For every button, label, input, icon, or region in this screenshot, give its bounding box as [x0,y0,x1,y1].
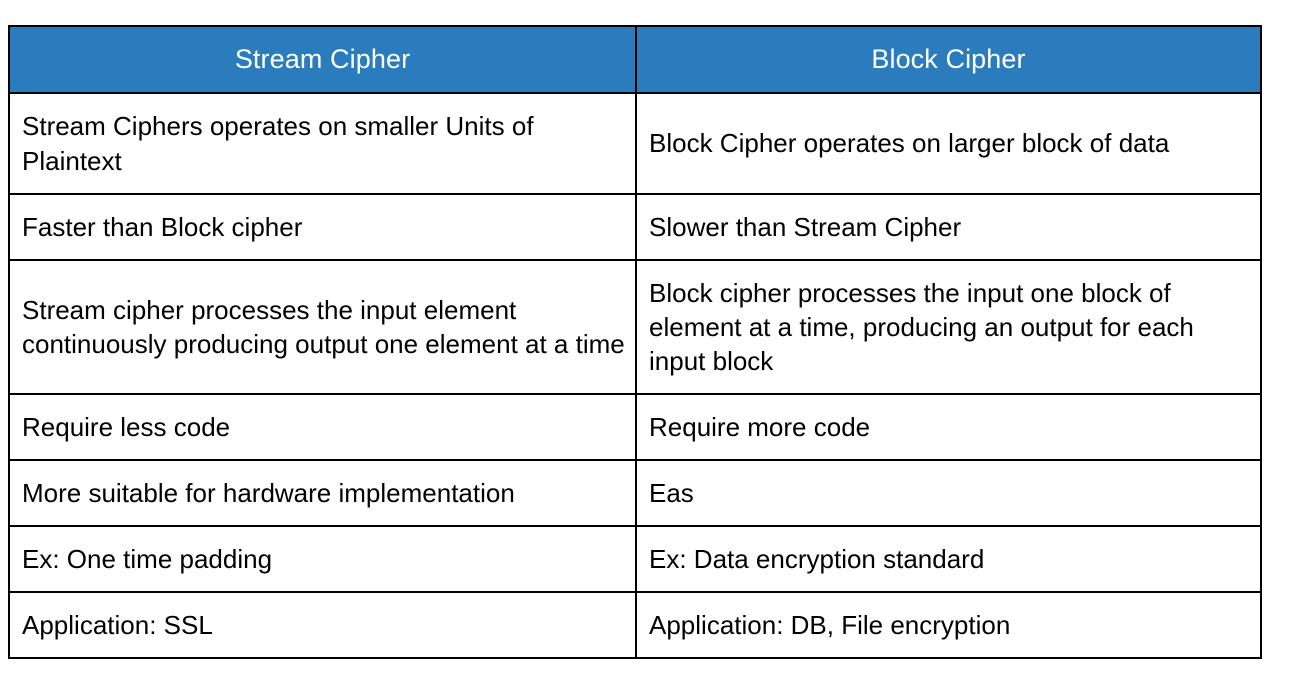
cell-stream-row-4: Require less code [8,393,637,461]
cell-block-row-5: Eas [635,459,1262,527]
cell-block-row-1: Block Cipher operates on larger block of… [635,92,1262,195]
cell-text: Require more code [649,411,871,442]
cell-text: Block Cipher operates on larger block of… [649,128,1170,159]
comparison-table: Stream Cipher Block Cipher Stream Cipher… [8,25,1262,659]
header-row: Stream Cipher Block Cipher [8,25,1262,94]
cell-block-row-2: Slower than Stream Cipher [635,193,1262,261]
cell-block-row-6: Ex: Data encryption standard [635,525,1262,593]
table-row: Require less code Require more code [8,393,1262,461]
table-row: Stream cipher processes the input elemen… [8,259,1262,395]
cell-stream-row-6: Ex: One time padding [8,525,637,593]
cell-text: Slower than Stream Cipher [649,211,962,242]
table-body: Stream Ciphers operates on smaller Units… [8,92,1262,659]
cell-stream-row-7: Application: SSL [8,591,637,659]
column-header-stream-cipher: Stream Cipher [8,25,637,94]
table-row: Stream Ciphers operates on smaller Units… [8,92,1262,195]
cell-text: Stream Ciphers operates on smaller Units… [22,111,534,176]
cell-text: Ex: One time padding [22,543,273,574]
cell-block-row-7: Application: DB, File encryption [635,591,1262,659]
cell-block-row-3: Block cipher processes the input one blo… [635,259,1262,395]
table-header: Stream Cipher Block Cipher [8,25,1262,94]
cell-text: Stream cipher processes the input elemen… [22,294,625,359]
cell-text: Application: SSL [22,609,213,640]
column-header-block-cipher: Block Cipher [635,25,1262,94]
table-row: Ex: One time padding Ex: Data encryption… [8,525,1262,593]
cell-text: Application: DB, File encryption [649,609,1011,640]
cell-stream-row-3: Stream cipher processes the input elemen… [8,259,637,395]
cell-text: More suitable for hardware implementatio… [22,477,515,508]
cell-stream-row-1: Stream Ciphers operates on smaller Units… [8,92,637,195]
cell-stream-row-2: Faster than Block cipher [8,193,637,261]
table-row: Application: SSL Application: DB, File e… [8,591,1262,659]
cell-text: Require less code [22,411,231,442]
cell-text: Eas [649,477,694,508]
cell-text: Block cipher processes the input one blo… [649,277,1194,377]
cell-block-row-4: Require more code [635,393,1262,461]
cell-text: Ex: Data encryption standard [649,543,985,574]
table-row: More suitable for hardware implementatio… [8,459,1262,527]
cell-stream-row-5: More suitable for hardware implementatio… [8,459,637,527]
table-row: Faster than Block cipher Slower than Str… [8,193,1262,261]
cell-text: Faster than Block cipher [22,211,303,242]
